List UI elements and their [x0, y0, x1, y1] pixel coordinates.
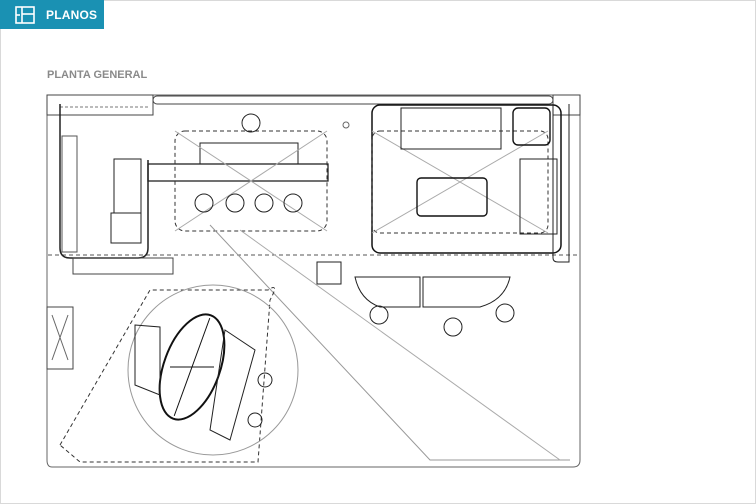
- lounge-area: [59, 287, 275, 463]
- bar-zone: [174, 130, 328, 232]
- tab-label: PLANOS: [46, 7, 98, 22]
- top-beam: [152, 95, 554, 105]
- section-title: PLANTA GENERAL: [47, 69, 148, 81]
- lounge-room: [371, 104, 562, 254]
- coffee-table: [416, 177, 488, 217]
- floor-plan-icon: [15, 5, 35, 24]
- bar-stools: [194, 193, 303, 213]
- tab-planos[interactable]: PLANOS: [0, 0, 104, 29]
- left-room: [59, 104, 149, 259]
- floor-outline: [46, 94, 581, 468]
